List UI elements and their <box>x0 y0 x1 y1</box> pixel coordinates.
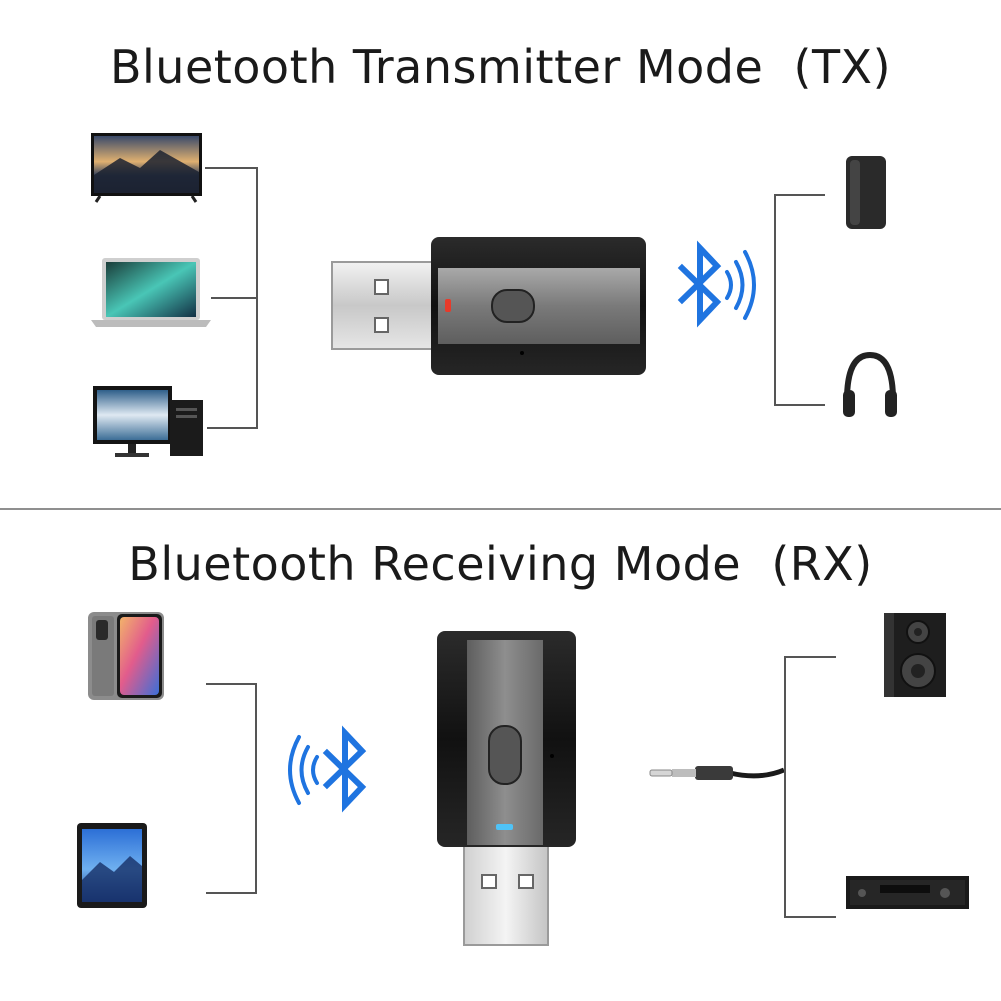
transmitter-mode-title: Bluetooth Transmitter Mode (TX) <box>109 40 892 94</box>
usb-dongle-horizontal <box>331 237 646 375</box>
headphones-icon <box>843 351 897 417</box>
tx-output-connector-lines <box>774 194 825 406</box>
red-led-indicator <box>445 299 451 312</box>
tx-source-connector-lines <box>205 167 258 429</box>
usb-dongle-vertical <box>437 631 576 946</box>
laptop-icon <box>91 258 211 327</box>
aux-audio-cable-icon <box>649 766 785 780</box>
receiving-mode-title: Bluetooth Receiving Mode (RX) <box>128 537 873 591</box>
section-divider <box>0 508 1001 510</box>
signal-waves-icon <box>288 735 319 805</box>
signal-waves-icon <box>725 250 756 320</box>
audio-amplifier-icon <box>846 876 969 909</box>
rx-output-connector-lines <box>784 656 836 918</box>
desktop-computer-icon <box>93 386 203 457</box>
portable-speaker-icon <box>846 156 886 229</box>
bluetooth-icon <box>677 240 722 328</box>
tablet-icon <box>77 823 147 908</box>
bookshelf-speaker-icon <box>884 613 946 697</box>
smartphone-icon <box>88 612 164 700</box>
blue-led-indicator <box>496 824 513 830</box>
rx-source-connector-lines <box>206 683 257 894</box>
bluetooth-icon <box>322 725 367 813</box>
tv-icon <box>91 133 202 203</box>
